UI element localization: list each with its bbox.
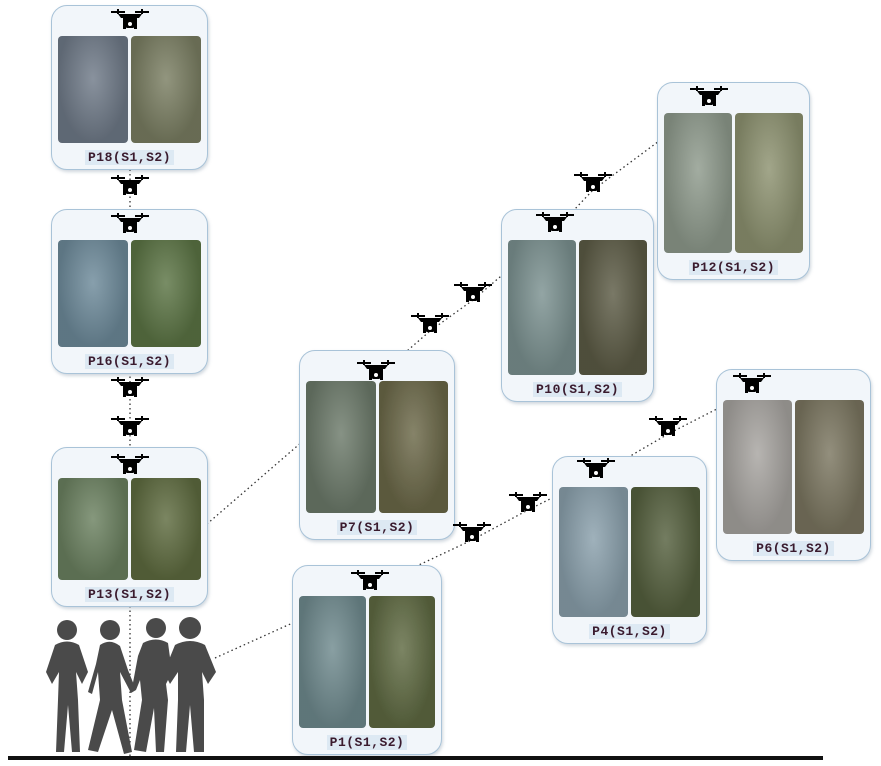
crop-s2 xyxy=(131,240,201,347)
crop-s1 xyxy=(723,400,792,534)
ground-line xyxy=(8,756,823,760)
drone-icon xyxy=(454,282,492,302)
identity-label: P18(S1,S2) xyxy=(52,148,207,166)
drone-icon xyxy=(111,377,149,397)
crop-s2 xyxy=(368,596,435,728)
identity-label-text: P12(S1,S2) xyxy=(688,260,778,275)
drone-icon xyxy=(111,9,149,29)
silhouette-person-2 xyxy=(88,620,136,754)
crop-pair xyxy=(58,36,201,143)
identity-card-p7: P7(S1,S2) xyxy=(299,350,455,540)
identity-label-text: P1(S1,S2) xyxy=(326,735,408,750)
drone-icon xyxy=(111,175,149,195)
drone-icon xyxy=(649,416,687,436)
crop-s2 xyxy=(131,478,201,580)
identity-card-p6: P6(S1,S2) xyxy=(716,369,871,561)
drone-icon xyxy=(411,313,449,333)
identity-card-p13: P13(S1,S2) xyxy=(51,447,208,607)
crop-s1 xyxy=(508,240,576,375)
identity-card-p10: P10(S1,S2) xyxy=(501,209,654,402)
crop-s2 xyxy=(735,113,803,253)
crop-pair xyxy=(299,596,435,728)
drone-icon xyxy=(453,522,491,542)
crop-s2 xyxy=(378,381,448,513)
silhouette-person-1 xyxy=(46,620,88,752)
identity-card-p1: P1(S1,S2) xyxy=(292,565,442,755)
drone-icon xyxy=(574,172,612,192)
identity-card-p4: P4(S1,S2) xyxy=(552,456,707,644)
drone-icon xyxy=(536,212,574,232)
crop-s2 xyxy=(795,400,864,534)
identity-card-p18: P18(S1,S2) xyxy=(51,5,208,170)
crop-s2 xyxy=(631,487,700,617)
crop-s1 xyxy=(58,36,128,143)
drone-icon xyxy=(577,458,615,478)
identity-label-text: P4(S1,S2) xyxy=(589,624,670,639)
crop-pair xyxy=(306,381,448,513)
identity-label-text: P7(S1,S2) xyxy=(336,520,418,535)
crop-pair xyxy=(723,400,864,534)
drone-icon xyxy=(111,416,149,436)
crop-s1 xyxy=(559,487,628,617)
identity-label: P4(S1,S2) xyxy=(553,622,706,640)
crop-pair xyxy=(664,113,803,253)
crop-s1 xyxy=(299,596,366,728)
drone-icon xyxy=(351,570,389,590)
crop-s1 xyxy=(306,381,376,513)
silhouette-person-4 xyxy=(164,617,216,752)
drone-icon xyxy=(111,454,149,474)
crop-pair xyxy=(58,478,201,580)
silhouette-person-3 xyxy=(132,618,172,752)
crop-s1 xyxy=(58,478,128,580)
drone-icon xyxy=(111,213,149,233)
crop-pair xyxy=(559,487,700,617)
identity-label: P10(S1,S2) xyxy=(502,380,653,398)
drone-icon xyxy=(690,86,728,106)
identity-label: P7(S1,S2) xyxy=(300,518,454,536)
identity-label: P16(S1,S2) xyxy=(52,352,207,370)
crop-pair xyxy=(508,240,647,375)
identity-label-text: P10(S1,S2) xyxy=(532,382,622,397)
identity-label: P1(S1,S2) xyxy=(293,733,441,751)
drone-icon xyxy=(357,360,395,380)
identity-label-text: P13(S1,S2) xyxy=(84,587,174,602)
drone-icon xyxy=(509,492,547,512)
identity-label: P6(S1,S2) xyxy=(717,539,870,557)
identity-label-text: P16(S1,S2) xyxy=(84,354,174,369)
identity-card-p16: P16(S1,S2) xyxy=(51,209,208,374)
drone-icon xyxy=(733,373,771,393)
crop-s2 xyxy=(131,36,201,143)
crop-pair xyxy=(58,240,201,347)
identity-label-text: P18(S1,S2) xyxy=(84,150,174,165)
crop-s2 xyxy=(579,240,647,375)
identity-card-p12: P12(S1,S2) xyxy=(657,82,810,280)
identity-label-text: P6(S1,S2) xyxy=(753,541,834,556)
identity-label: P13(S1,S2) xyxy=(52,585,207,603)
crop-s1 xyxy=(58,240,128,347)
crop-s1 xyxy=(664,113,732,253)
identity-label: P12(S1,S2) xyxy=(658,258,809,276)
